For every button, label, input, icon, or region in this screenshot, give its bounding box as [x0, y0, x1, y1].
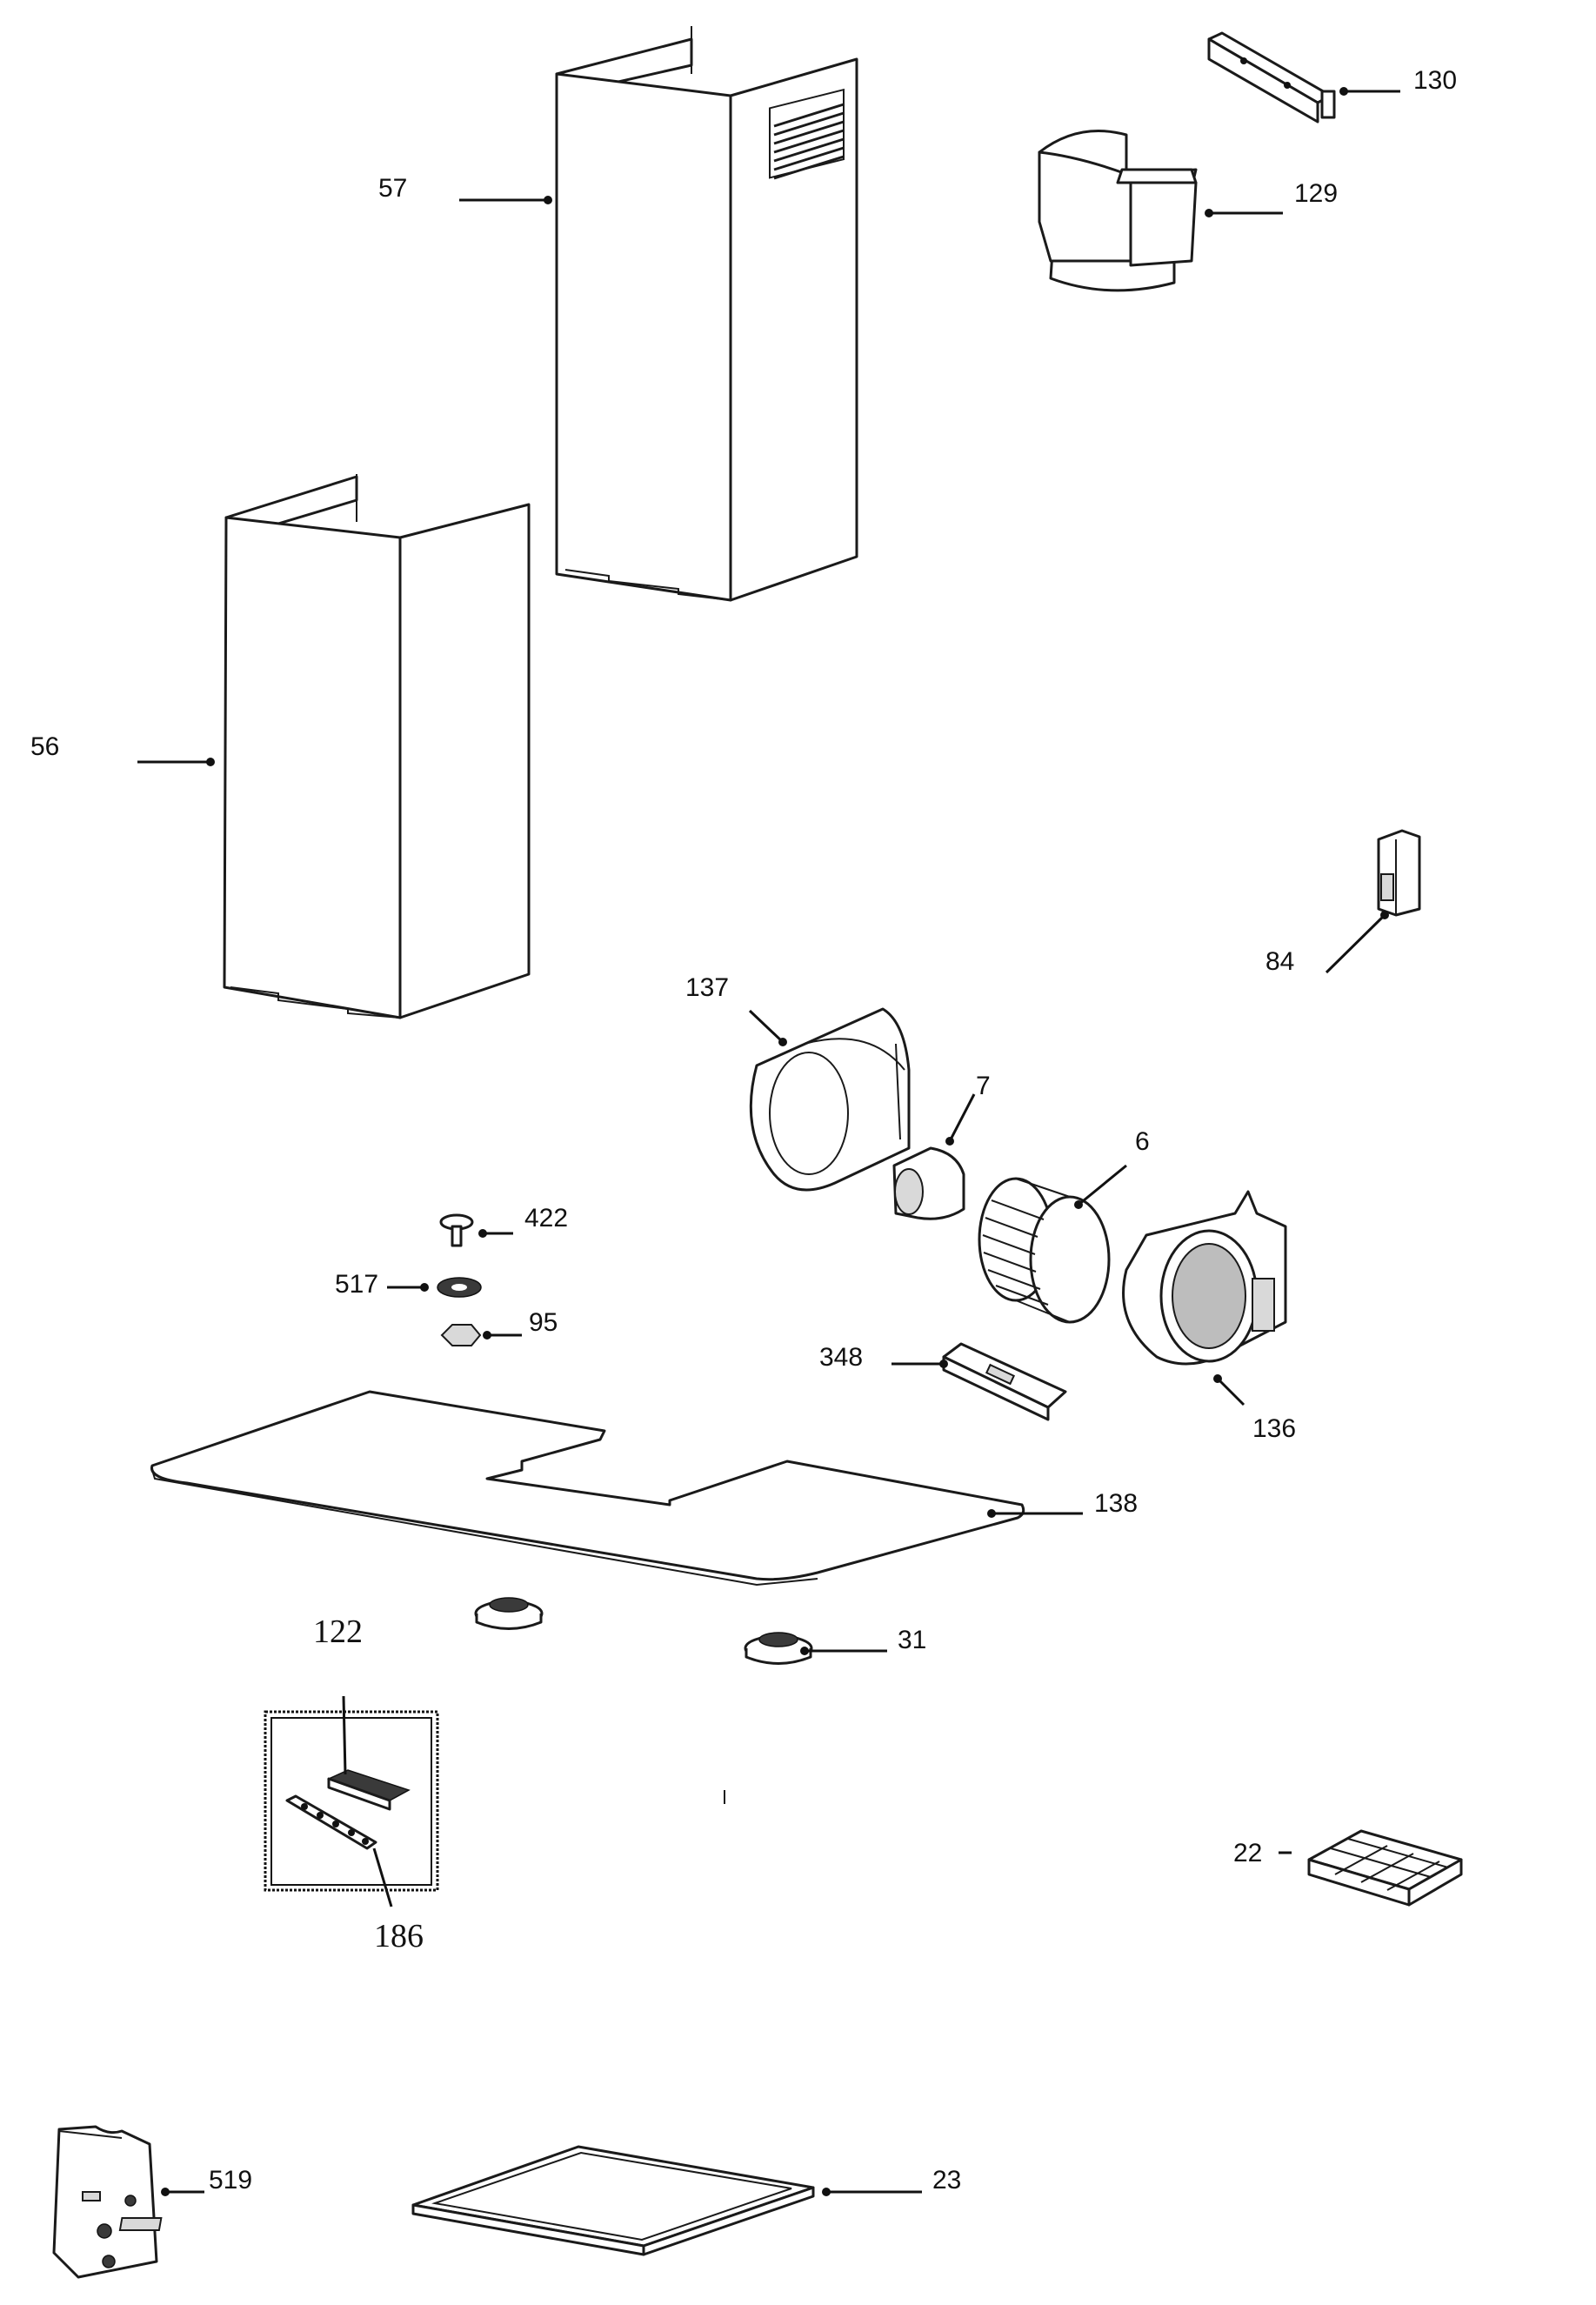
- part-517-washer: [437, 1277, 482, 1298]
- part-31-spacer-right: [744, 1632, 813, 1665]
- callout-label-137: 137: [685, 973, 729, 1002]
- callout-label-130: 130: [1413, 66, 1457, 95]
- callout-31: 31: [800, 1626, 926, 1655]
- callout-23: 23: [822, 2166, 961, 2196]
- callout-56: 56: [30, 732, 215, 766]
- part-519-accessory-bag: [52, 2125, 158, 2279]
- part-122-control-board: [327, 1769, 411, 1811]
- callout-138: 138: [987, 1489, 1138, 1518]
- callout-519: 519: [161, 2166, 252, 2196]
- callout-label-422: 422: [524, 1204, 568, 1233]
- callout-label-129: 129: [1294, 179, 1338, 208]
- part-348-lamp-holder: [942, 1342, 1067, 1421]
- callout-label-348: 348: [819, 1343, 863, 1372]
- vent-slots: [773, 103, 845, 180]
- callout-84: 84: [1265, 911, 1389, 976]
- filter-grid: [1330, 1838, 1449, 1891]
- callout-7: 7: [945, 1072, 991, 1146]
- part-130-mounting-bracket: [1207, 31, 1336, 124]
- part-422-screw: [439, 1213, 474, 1247]
- callout-6: 6: [1074, 1127, 1150, 1209]
- callout-422: 422: [478, 1204, 568, 1238]
- control-kit-box: [264, 1710, 439, 1892]
- part-136-fan-housing-right: [1122, 1190, 1287, 1366]
- part-23-grease-filter: [118, 2145, 815, 2256]
- part-95-nut: [440, 1324, 482, 1346]
- callout-label-138: 138: [1094, 1489, 1138, 1518]
- callout-95: 95: [483, 1308, 558, 1340]
- callout-57: 57: [378, 174, 552, 204]
- callout-label-84: 84: [1265, 947, 1294, 976]
- callout-label-136: 136: [1252, 1414, 1296, 1443]
- callout-130: 130: [1339, 66, 1457, 96]
- impeller-blades: [982, 1199, 1049, 1306]
- part-31-spacer-left: [474, 1597, 544, 1630]
- callout-136: 136: [1213, 1374, 1296, 1443]
- callout-186: 186: [372, 1847, 424, 1954]
- callout-label-517: 517: [335, 1270, 378, 1299]
- callout-label-31: 31: [898, 1626, 926, 1654]
- part-6-fan-impeller: [978, 1177, 1111, 1324]
- callout-label-23: 23: [932, 2166, 961, 2195]
- callout-22: 22: [1233, 1839, 1292, 1867]
- part-57-upper-chimney: [555, 26, 858, 602]
- callout-label-122: 122: [313, 1614, 363, 1650]
- callout-137: 137: [685, 973, 787, 1046]
- part-84-small-module: [1377, 829, 1421, 917]
- callout-348: 348: [819, 1343, 948, 1372]
- callout-label-6: 6: [1135, 1127, 1150, 1156]
- part-129-outlet-duct: [1038, 130, 1198, 292]
- part-56-lower-chimney: [223, 474, 531, 1019]
- callout-517: 517: [335, 1270, 429, 1299]
- callout-label-519: 519: [209, 2166, 252, 2195]
- part-7-motor: [892, 1146, 965, 1220]
- part-186-button-strip: [285, 1794, 377, 1850]
- part-22-carbon-filter: [1307, 1829, 1463, 1907]
- callout-label-186: 186: [374, 1918, 424, 1954]
- callout-label-57: 57: [378, 174, 407, 203]
- callout-label-22: 22: [1233, 1839, 1262, 1867]
- callout-122: 122: [313, 1614, 363, 1775]
- callout-129: 129: [1205, 179, 1338, 217]
- callout-label-56: 56: [30, 732, 59, 761]
- callout-label-7: 7: [976, 1072, 991, 1100]
- callout-label-95: 95: [529, 1308, 558, 1337]
- part-137-fan-housing-left: [749, 1007, 911, 1192]
- part-138-hood-panel: [150, 1390, 1025, 1587]
